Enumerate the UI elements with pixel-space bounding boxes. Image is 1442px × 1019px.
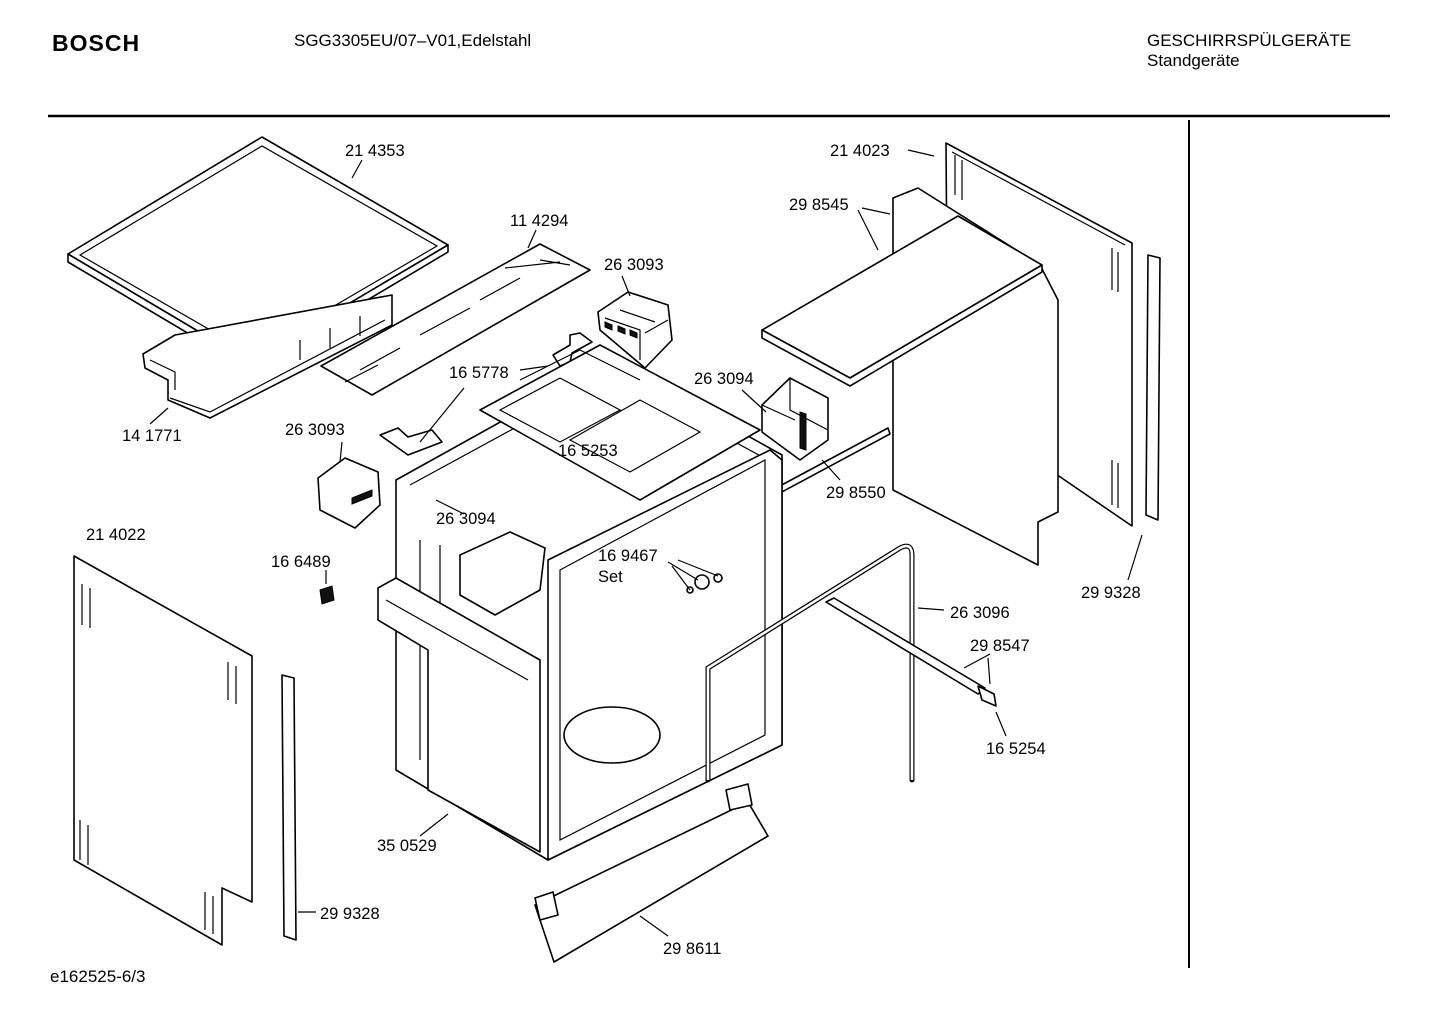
side-panel-left [73,555,253,946]
bracket-263094-lower [459,531,546,616]
bracket-263094-right [761,377,829,461]
label-299328-left: 29 9328 [320,905,380,923]
clip-166489 [319,585,335,605]
foil-part [320,243,591,396]
parts-169467 [686,573,723,594]
plinth-298611 [534,783,769,963]
trim-299328-right [1145,254,1161,521]
label-214353: 21 4353 [345,142,405,160]
bracket-263093-left [317,457,381,529]
label-165254: 16 5254 [986,740,1046,758]
brand-logo: BOSCH [52,30,141,56]
trim-299328-left [281,674,297,941]
label-165778: 16 5778 [449,364,509,382]
label-263093-upper: 26 3093 [604,256,664,274]
label-298611: 29 8611 [663,940,721,958]
label-298545: 29 8545 [789,196,849,214]
label-298550: 29 8550 [826,484,886,502]
model-number: SGG3305EU/07–V01,Edelstahl [294,31,532,50]
label-166489: 16 6489 [271,553,331,571]
label-263094-lower: 26 3094 [436,510,496,528]
label-set: Set [598,568,623,586]
label-169467: 16 9467 [598,547,658,565]
label-298547: 29 8547 [970,637,1030,655]
rail-298547 [825,597,997,707]
label-263096: 26 3096 [950,604,1010,622]
category-title: GESCHIRRSPÜLGERÄTE [1147,31,1352,50]
worktop-part [67,136,449,419]
label-165253: 16 5253 [558,442,618,460]
label-114294: 11 4294 [510,212,568,230]
label-350529: 35 0529 [377,837,437,855]
clip-165778-left [379,427,443,456]
label-299328-right: 29 9328 [1081,584,1141,602]
label-214022: 21 4022 [86,526,146,544]
front-panel-350529 [377,577,541,853]
label-263094-right: 26 3094 [694,370,754,388]
label-141771: 14 1771 [122,427,182,445]
insulation-part [761,187,1059,566]
label-214023: 21 4023 [830,142,890,160]
label-263093-left: 26 3093 [285,421,345,439]
drawing-code: e162525-6/3 [50,967,146,986]
category-subtitle: Standgeräte [1147,51,1240,70]
leader-lines [149,149,1143,937]
